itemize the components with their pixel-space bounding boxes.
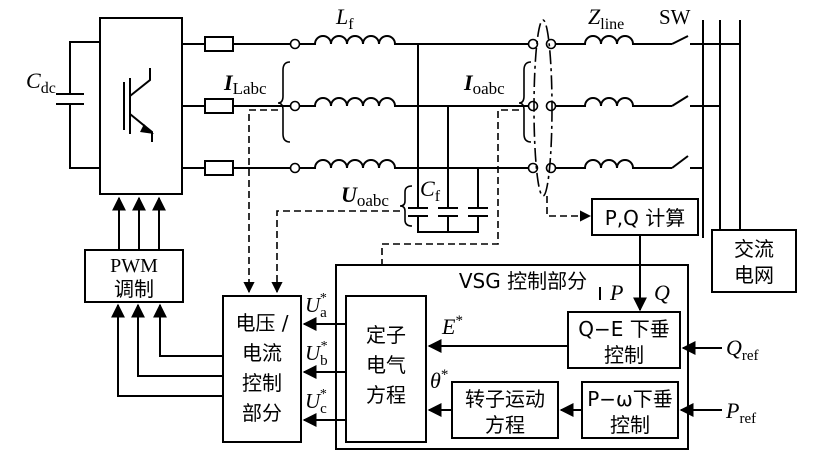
- grid-label-line2: 电网: [734, 263, 774, 287]
- grid-label-line1: 交流: [734, 237, 774, 261]
- ilabc-brace: [277, 61, 291, 143]
- vc-line3: 控制: [242, 371, 282, 395]
- ilabc-signal: [243, 109, 278, 294]
- uc-label: Uc*: [305, 387, 327, 417]
- ilabc-label: ILabc: [223, 70, 267, 98]
- grid-box: [711, 229, 797, 293]
- ua-label: Ua*: [305, 291, 327, 321]
- phase-c-line: [182, 155, 703, 176]
- cf-label: Cf: [420, 176, 441, 205]
- theta-star-label: θ*: [430, 367, 448, 393]
- vc-to-pwm-b: [131, 303, 223, 377]
- vc-line1: 电压 /: [235, 311, 288, 335]
- qref-label: Qref: [726, 335, 759, 364]
- rotor-eq-line2: 方程: [485, 413, 525, 437]
- uoabc-brace: [399, 185, 413, 227]
- pw-droop-line2: 控制: [610, 413, 650, 437]
- phase-a-line: [182, 35, 740, 52]
- vsg-title: VSG 控制部分: [459, 269, 587, 293]
- uoabc-label: Uoabc: [341, 182, 389, 210]
- grid-bus: [702, 20, 741, 238]
- stator-eq-line3: 方程: [366, 383, 406, 407]
- pq-calc-box: [591, 198, 699, 236]
- pwm-box: [84, 249, 184, 303]
- vc-to-pwm-a: [153, 303, 223, 357]
- q-signal-label: Q: [654, 280, 670, 305]
- pq-measure-ellipse: [533, 19, 553, 197]
- stator-eq-line1: 定子: [366, 323, 406, 347]
- pq-signal: [546, 196, 592, 222]
- pw-droop-line1: P−ω下垂: [587, 387, 673, 411]
- qe-droop-line1: Q−E 下垂: [578, 317, 670, 341]
- qe-droop-box: [567, 311, 681, 369]
- rotor-eq-line1: 转子运动: [465, 387, 545, 411]
- vc-control-box: [222, 295, 302, 443]
- ub-label: Ub*: [305, 339, 328, 369]
- pwm-line2: 调制: [114, 277, 154, 301]
- pq-calc-label: P,Q 计算: [605, 206, 686, 230]
- pwm-line1: PWM: [110, 255, 158, 277]
- vc-line4: 部分: [242, 401, 282, 425]
- uoabc-signal: [271, 210, 400, 294]
- cdc-label: Cdc: [26, 68, 56, 97]
- igbt-icon: [123, 68, 154, 142]
- stator-eq-box: [345, 295, 427, 443]
- ioabc-label: Ioabc: [463, 70, 505, 98]
- filter-capacitors: [408, 44, 488, 233]
- ioabc-signal: [376, 109, 519, 294]
- stator-eq-line2: 电气: [366, 353, 406, 377]
- sw-label: SW: [659, 5, 691, 29]
- inverter-box: [99, 17, 183, 195]
- e-star-label: E*: [441, 313, 463, 339]
- pref-label: Pref: [725, 398, 756, 427]
- p-signal-label: P: [609, 280, 623, 305]
- dc-capacitor: [56, 41, 100, 169]
- rotor-eq-box: [451, 381, 559, 439]
- lf-label: Lf: [335, 4, 354, 33]
- ioabc-brace: [518, 61, 532, 143]
- phase-b-line: [182, 95, 720, 114]
- zline-label: Zline: [588, 4, 624, 33]
- qe-droop-line2: 控制: [604, 343, 644, 367]
- vc-line2: 电流: [242, 341, 282, 365]
- pw-droop-box: [581, 381, 679, 439]
- vc-to-pwm-c: [111, 303, 223, 397]
